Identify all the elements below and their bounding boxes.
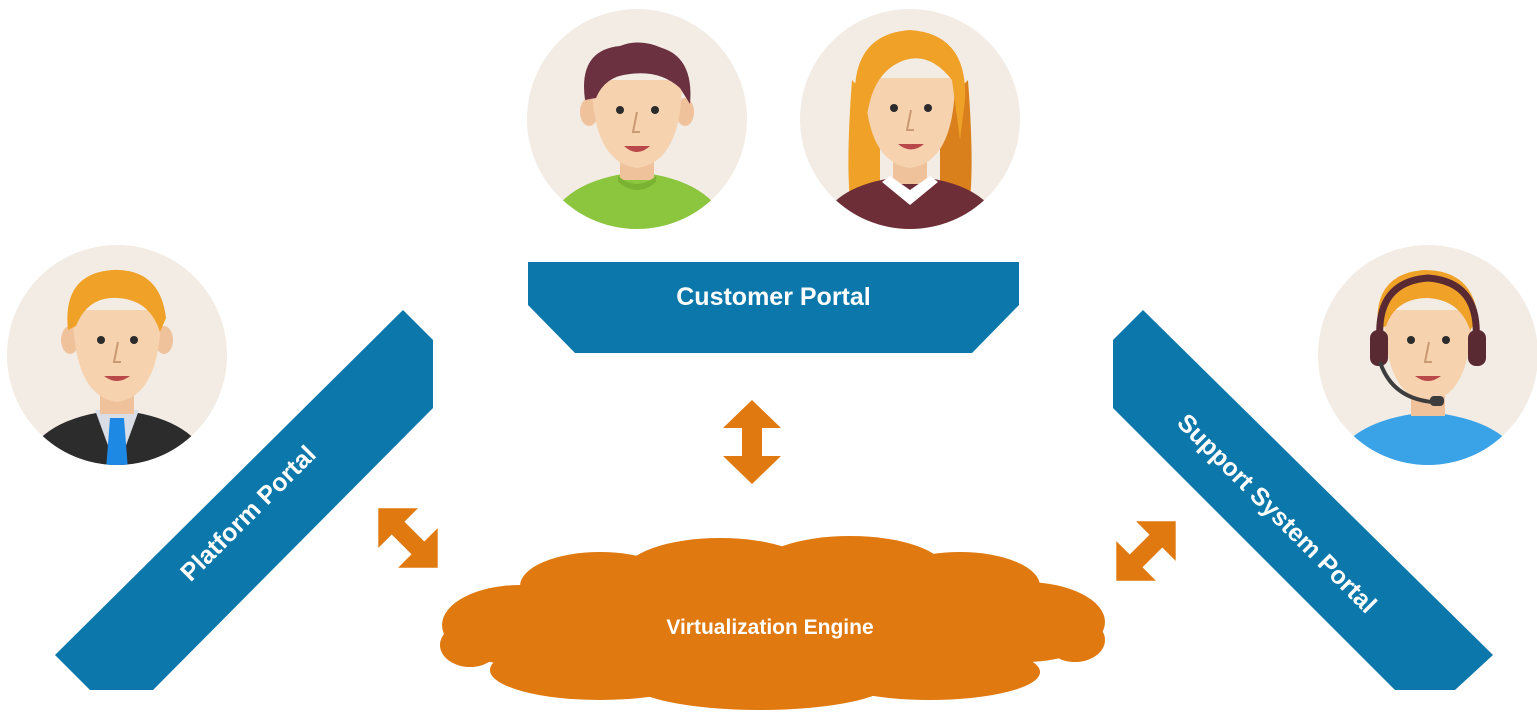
customer-woman-avatar	[800, 9, 1020, 229]
customer-man-avatar	[527, 9, 747, 229]
platform-portal-bar	[55, 310, 433, 690]
customer-portal-banner	[528, 262, 1019, 353]
virtualization-engine-label: Virtualization Engine	[666, 616, 874, 639]
customer-portal-label: Customer Portal	[676, 283, 871, 311]
customer-engine-arrow	[723, 400, 781, 484]
support-portal-bar	[1113, 310, 1493, 690]
virtualization-engine-cloud	[440, 536, 1105, 710]
support-engine-arrow	[1116, 521, 1176, 581]
support-agent-avatar	[1318, 245, 1537, 465]
platform-engine-arrow	[378, 508, 438, 568]
platform-admin-avatar	[7, 245, 227, 465]
